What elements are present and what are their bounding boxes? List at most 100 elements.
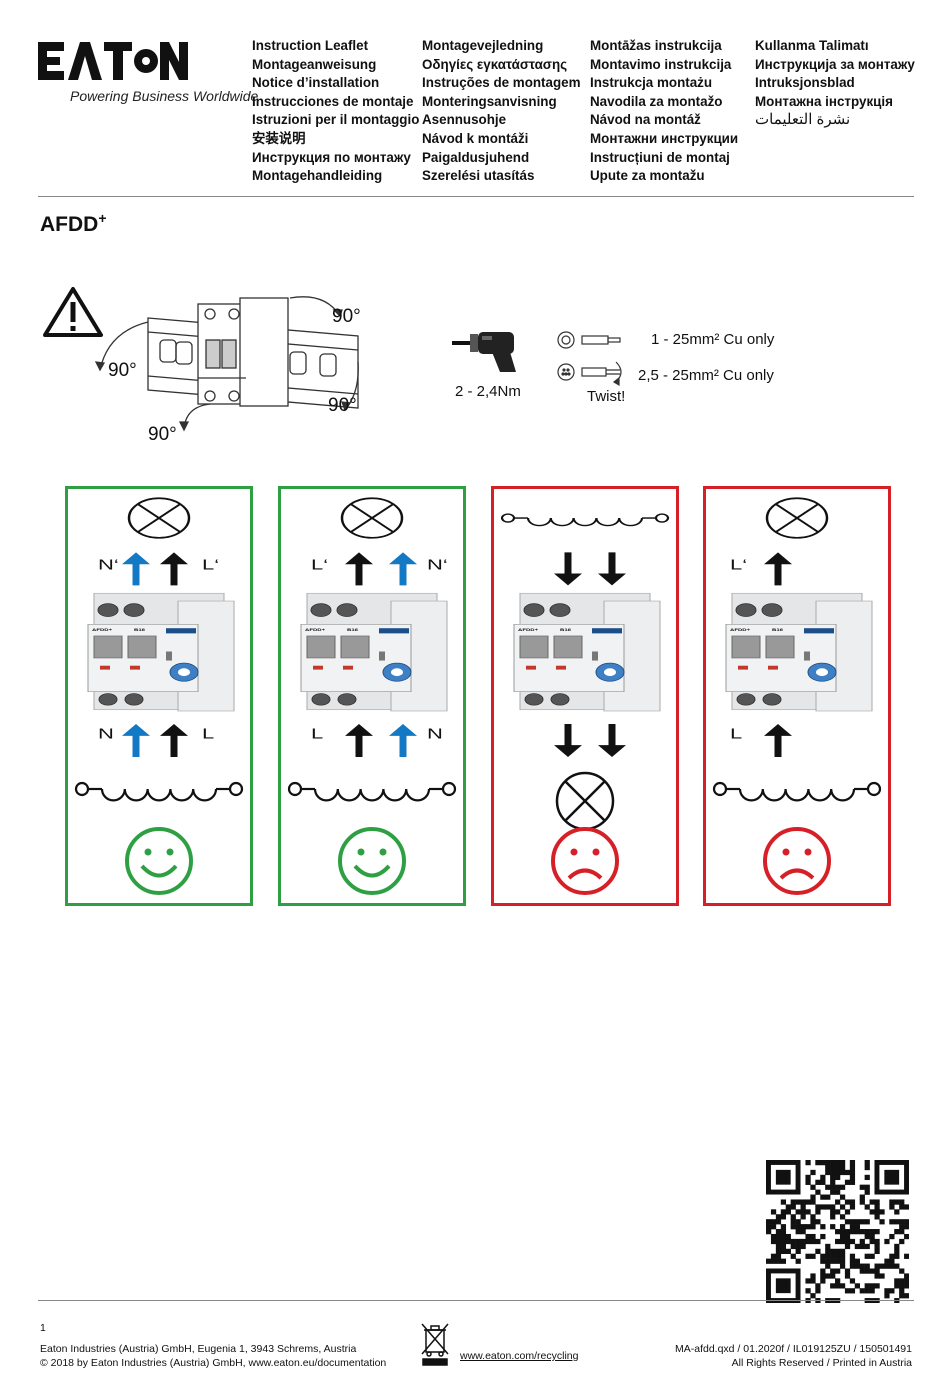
recycling-link[interactable]: www.eaton.com/recycling xyxy=(460,1350,579,1362)
top-right-terminal-label: L‘ xyxy=(202,556,219,572)
lamp-icon xyxy=(555,771,615,831)
load-coil-icon xyxy=(287,781,457,802)
product-title: AFDD xyxy=(40,213,99,236)
happy-face-icon xyxy=(338,827,406,895)
afdd-device: AFDD+ B16 xyxy=(87,592,235,712)
angle-left-label: 90° xyxy=(108,360,137,381)
lamp-icon xyxy=(340,497,404,539)
title-tr: Kullanma Talimatı xyxy=(755,38,869,53)
document-reference: MA-afdd.qxd / 01.2020f / IL019125ZU / 15… xyxy=(674,1343,912,1355)
title-fi: Asennusohje xyxy=(422,112,507,128)
title-lv: Montāžas instrukcija xyxy=(590,38,722,53)
page-number: 1 xyxy=(40,1322,46,1334)
device-model-label: AFDD+ xyxy=(92,628,112,633)
title-zh: 安装说明 xyxy=(252,130,306,146)
arrow-up-icon xyxy=(389,723,417,757)
title-sr: Инструкција за монтажу xyxy=(755,56,915,72)
title-ar: نشرة التعليمات xyxy=(755,111,851,129)
header-divider xyxy=(38,196,914,197)
load-coil-icon xyxy=(500,513,670,527)
device-model-label: AFDD+ xyxy=(730,628,750,633)
load-coil-icon xyxy=(712,781,882,802)
arrow-up-icon xyxy=(345,723,373,757)
company-address: Eaton Industries (Austria) GmbH, Eugenia… xyxy=(40,1343,357,1355)
title-es: Instrucciones de montaje xyxy=(252,93,414,109)
solid-wire-icon xyxy=(556,330,622,350)
arrow-down-icon xyxy=(554,723,582,757)
brand-tagline: Powering Business Worldwide xyxy=(70,88,259,104)
sad-face-icon xyxy=(551,827,619,895)
device-model-label: AFDD+ xyxy=(518,628,538,633)
arrow-down-icon xyxy=(554,552,582,586)
title-et: Paigaldusjuhend xyxy=(422,149,530,165)
arrow-up-icon xyxy=(160,723,188,757)
arrow-up-icon xyxy=(122,723,150,757)
sad-face-icon xyxy=(763,827,831,895)
title-hr: Upute za montažu xyxy=(590,168,705,184)
product-superscript: + xyxy=(98,210,107,226)
arrow-up-icon xyxy=(160,552,188,586)
screwdriver-icon xyxy=(452,328,524,374)
top-right-terminal-label: N‘ xyxy=(427,556,448,572)
qr-code xyxy=(766,1160,910,1304)
title-en: Instruction Leaflet xyxy=(252,38,369,53)
language-column-4: Kullanma Talimatı Инструкција за монтажу… xyxy=(755,37,915,130)
arrow-up-icon xyxy=(764,552,792,586)
language-column-2: Montagevejledning Οδηγίες εγκατάστασης I… xyxy=(422,37,581,186)
title-hu: Szerelési utasítás xyxy=(422,168,535,184)
arrow-up-icon xyxy=(345,552,373,586)
title-pt: Instruções de montagem xyxy=(422,75,581,91)
afdd-device: AFDD+ B16 xyxy=(725,592,873,712)
title-no: Intruksjonsblad xyxy=(755,75,855,91)
title-fr: Notice d’installation xyxy=(252,75,380,91)
product-name: AFDD+ xyxy=(40,210,107,237)
bottom-left-terminal-label: N xyxy=(98,725,114,741)
arrow-up-icon xyxy=(389,552,417,586)
angle-bottom-label: 90° xyxy=(148,424,177,445)
torque-label: 2 - 2,4Nm xyxy=(455,383,521,400)
bottom-left-terminal-label: L xyxy=(730,725,742,741)
device-rating-label: B16 xyxy=(772,628,783,633)
eaton-logo xyxy=(38,38,188,84)
flex-wire-spec: 2,5 - 25mm² Cu only xyxy=(638,367,774,384)
title-sl: Navodila za montažo xyxy=(590,93,723,109)
title-bg: Монтажни инструкции xyxy=(590,130,739,146)
title-cs: Návod k montáži xyxy=(422,130,529,146)
device-rating-label: B16 xyxy=(560,628,571,633)
happy-face-icon xyxy=(125,827,193,895)
copyright: © 2018 by Eaton Industries (Austria) Gmb… xyxy=(40,1357,387,1369)
title-ru: Инструкция по монтажу xyxy=(252,149,411,165)
bottom-right-terminal-label: L xyxy=(202,725,214,741)
arrow-down-icon xyxy=(598,723,626,757)
bottom-left-terminal-label: L xyxy=(311,725,323,741)
device-rating-label: B16 xyxy=(134,628,145,633)
title-lt: Montavimo instrukcija xyxy=(590,56,732,72)
lamp-icon xyxy=(765,497,829,539)
arrow-up-icon xyxy=(764,723,792,757)
title-pl: Instrukcja montażu xyxy=(590,75,713,91)
warning-icon xyxy=(42,286,104,338)
top-left-terminal-label: N‘ xyxy=(98,556,119,572)
arrow-down-icon xyxy=(598,552,626,586)
bottom-right-terminal-label: N xyxy=(427,725,443,741)
incorrect-wiring-panel-3: AFDD+ B16 xyxy=(491,486,679,906)
flex-wire-icon xyxy=(556,360,626,390)
angle-right-label: 90° xyxy=(328,395,357,416)
mounting-diagram xyxy=(90,282,380,452)
language-column-1: Instruction Leaflet Montageanweisung Not… xyxy=(252,37,419,186)
twist-label: Twist! xyxy=(587,388,626,405)
afdd-device: AFDD+ B16 xyxy=(513,592,661,712)
angle-top-label: 90° xyxy=(332,306,361,327)
device-model-label: AFDD+ xyxy=(305,628,325,633)
top-left-terminal-label: L‘ xyxy=(311,556,328,572)
title-el: Οδηγίες εγκατάστασης xyxy=(422,56,568,72)
solid-wire-spec: 1 - 25mm² Cu only xyxy=(651,331,775,348)
arrow-up-icon xyxy=(122,552,150,586)
top-left-terminal-label: L‘ xyxy=(730,556,747,572)
weee-bin-icon xyxy=(420,1322,450,1366)
title-sk: Návod na montáž xyxy=(590,112,701,128)
title-nl: Montagehandleiding xyxy=(252,168,383,184)
